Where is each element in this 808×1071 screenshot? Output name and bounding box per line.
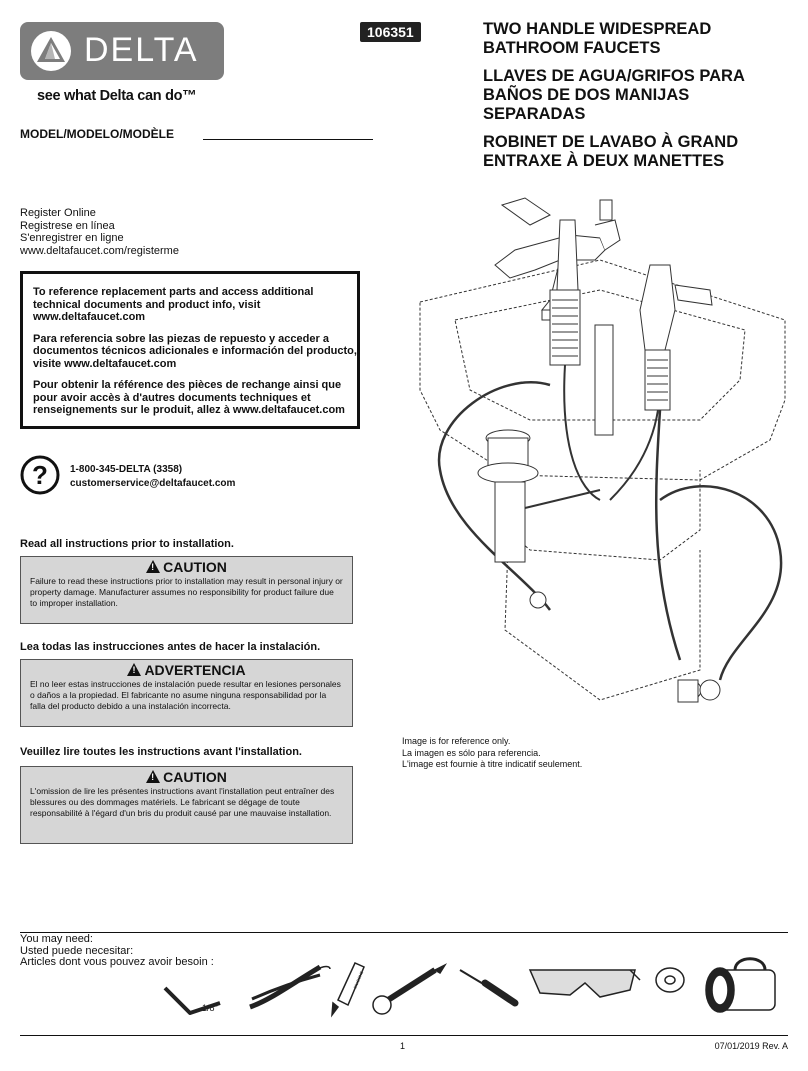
delta-logo: DELTA [20, 22, 224, 80]
model-blank-line [203, 139, 373, 140]
section-heading-en: Read all instructions prior to installat… [20, 538, 234, 550]
pliers-icon [249, 964, 331, 1010]
title-en: TWO HANDLE WIDESPREAD BATHROOM FAUCETS [483, 20, 712, 57]
register-url[interactable]: www.deltafaucet.com/registerme [20, 244, 179, 257]
doc-number-badge: 106351 [360, 22, 421, 42]
tagline: see what Delta can do™ [37, 88, 197, 104]
footer-divider [20, 1035, 788, 1036]
title-fr: ROBINET DE LAVABO À GRAND ENTRAXE À DEUX… [483, 133, 739, 170]
register-es: Registrese en línea [20, 219, 115, 232]
reference-box: To reference replacement parts and acces… [20, 271, 360, 429]
divider [20, 932, 788, 933]
contact-block: 1-800-345-DELTA (3358) customerservice@d… [70, 463, 235, 491]
page-number: 1 [400, 1041, 406, 1051]
warning-icon: ! [146, 560, 161, 573]
image-note-en: Image is for reference only. [402, 736, 511, 746]
plumbers-tape-icon [655, 967, 685, 993]
caution-text-fr: L'omission de lire les présentes instruc… [30, 786, 335, 818]
register-block: Register Online Registrese en línea S'en… [20, 207, 179, 257]
caution-box-en: !CAUTION Failure to read these instructi… [20, 556, 353, 624]
caution-text-es: El no leer estas instrucciones de instal… [30, 679, 341, 711]
section-heading-es: Lea todas las instrucciones antes de hac… [20, 641, 321, 653]
image-note-fr: L'image est fournie à titre indicatif se… [402, 759, 583, 769]
tools-heading: You may need: Usted puede necesitar: Art… [20, 933, 214, 969]
warning-icon: ! [127, 663, 142, 676]
register-en: Register Online [20, 207, 96, 219]
sealant-tube-icon [331, 962, 365, 1018]
email-address[interactable]: customerservice@deltafaucet.com [70, 478, 236, 489]
question-mark-icon: ? [20, 455, 60, 495]
tools-heading-en: You may need: [20, 933, 93, 945]
flashlight-icon [705, 957, 776, 1013]
caution-title-en: CAUTION [163, 559, 227, 575]
tools-heading-fr: Articles dont vous pouvez avoir besoin : [20, 956, 214, 968]
hex-key-icon [163, 986, 221, 1015]
brand-name: DELTA [84, 31, 199, 69]
caution-box-fr: !CAUTION L'omission de lire les présente… [20, 766, 353, 844]
model-label: MODEL/MODELO/MODÈLE [20, 127, 174, 141]
warning-icon: ! [146, 770, 161, 783]
adjustable-wrench-icon [372, 963, 448, 1015]
reference-en: To reference replacement parts and acces… [33, 286, 314, 323]
tools-heading-es: Usted puede necesitar: [20, 944, 134, 957]
phone-number[interactable]: 1-800-345-DELTA (3358) [70, 464, 183, 475]
tools-row: 1/8" SILICONE [163, 957, 776, 1018]
screwdriver-icon [459, 969, 519, 1007]
faucet-installation-illustration [419, 197, 786, 703]
caution-title-fr: CAUTION [163, 769, 227, 785]
delta-triangle-icon [31, 31, 71, 71]
revision-date: 07/01/2019 Rev. A [714, 1041, 788, 1051]
register-fr: S'enregistrer en ligne [20, 232, 124, 244]
section-heading-fr: Veuillez lire toutes les instructions av… [20, 746, 302, 758]
caution-text-en: Failure to read these instructions prior… [30, 576, 343, 608]
reference-es: Para referencia sobre las piezas de repu… [33, 332, 357, 370]
title-es: LLAVES DE AGUA/GRIFOS PARA BAÑOS DE DOS … [483, 67, 745, 123]
svg-text:?: ? [32, 460, 48, 490]
safety-glasses-icon [528, 969, 641, 998]
hex-key-size-label: 1/8" [202, 1003, 218, 1013]
caution-title-es: ADVERTENCIA [144, 662, 246, 678]
image-note-es: La imagen es sólo para referencia. [402, 747, 541, 758]
reference-fr: Pour obtenir la référence des pièces de … [33, 379, 345, 416]
image-note: Image is for reference only. La imagen e… [402, 736, 582, 771]
caution-box-es: !ADVERTENCIA El no leer estas instruccio… [20, 659, 353, 727]
